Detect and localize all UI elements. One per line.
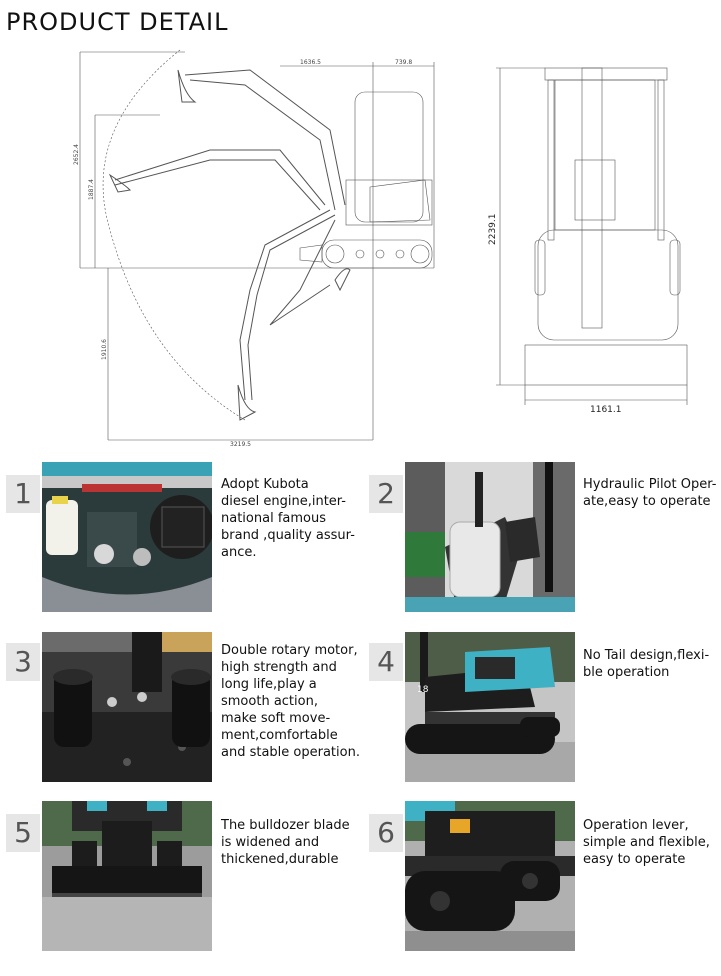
feature-1-description: Adopt Kubota diesel engine,inter- nation… — [221, 477, 355, 560]
dim-left-outer: 2652.4 — [73, 144, 80, 165]
feature-5-description: The bulldozer blade is widened and thick… — [221, 818, 350, 867]
dozer-blade-photo — [42, 801, 212, 951]
dimension-drawing: 1636.5 739.8 2652.4 1887.4 1910.6 3219.5… — [70, 40, 710, 450]
feature-number-6: 6 — [369, 814, 403, 852]
pilot-joystick-photo — [405, 462, 575, 612]
feature-number-1: 1 — [6, 475, 40, 513]
feature-number-4: 4 — [369, 643, 403, 681]
dim-left-inner: 1887.4 — [88, 179, 95, 200]
feature-number-5: 5 — [6, 814, 40, 852]
operation-lever-photo — [405, 801, 575, 951]
no-tail-photo: 18 — [405, 632, 575, 782]
kubota-engine-photo — [42, 462, 212, 612]
dim-top-b: 739.8 — [395, 59, 412, 66]
machine-number-label: 18 — [417, 685, 429, 695]
dim-left-lower: 1910.6 — [101, 339, 108, 360]
dim-width-front: 1161.1 — [590, 405, 622, 415]
page-title: PRODUCT DETAIL — [6, 8, 229, 36]
excavator-side-and-front-drawing: 1636.5 739.8 2652.4 1887.4 1910.6 3219.5… — [73, 49, 688, 448]
feature-4-description: No Tail design,flexi- ble operation — [583, 648, 710, 680]
dim-top-a: 1636.5 — [300, 59, 321, 66]
feature-number-2: 2 — [369, 475, 403, 513]
feature-6-description: Operation lever, simple and flexible, ea… — [583, 818, 710, 867]
feature-3-description: Double rotary motor, high strength and l… — [221, 643, 360, 760]
feature-2-description: Hydraulic Pilot Oper- ate,easy to operat… — [583, 477, 717, 509]
rotary-motor-photo — [42, 632, 212, 782]
dim-height-front: 2239.1 — [488, 214, 498, 246]
feature-number-3: 3 — [6, 643, 40, 681]
dim-bottom: 3219.5 — [230, 441, 251, 448]
